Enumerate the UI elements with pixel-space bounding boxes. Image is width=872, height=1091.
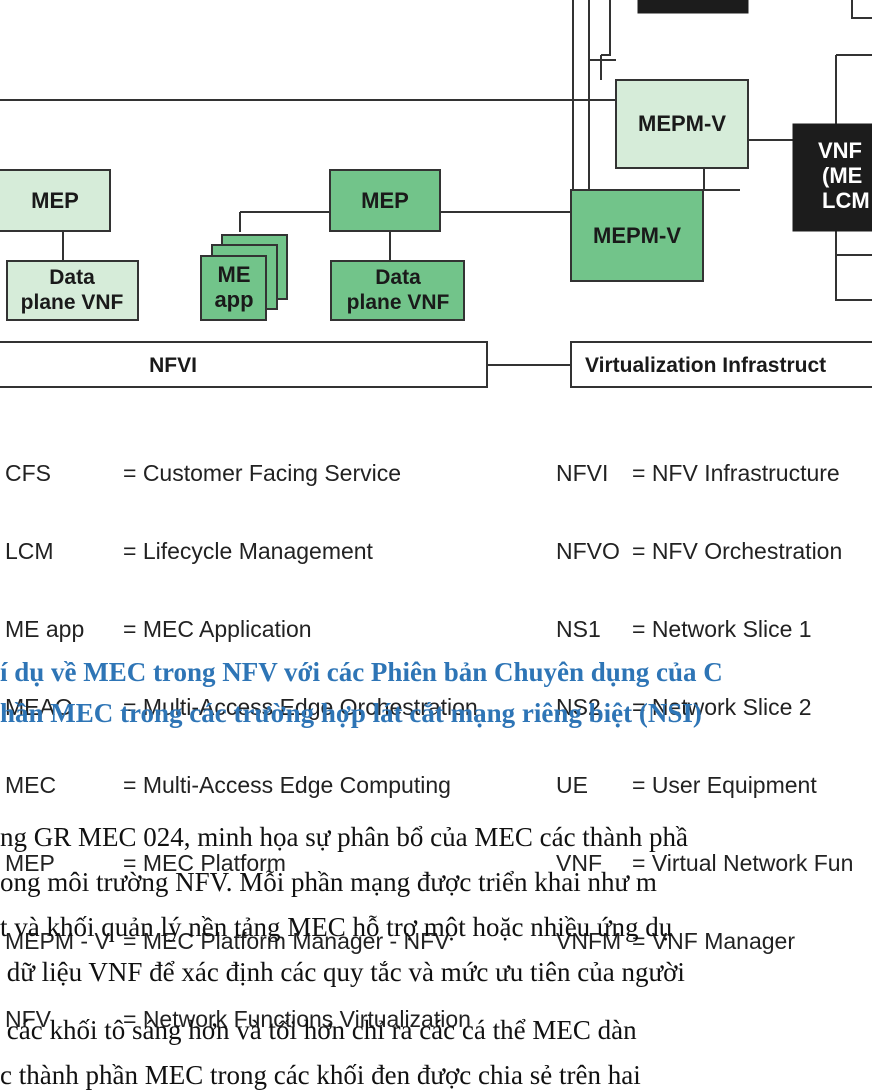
legend-row: NS1 = Network Slice 1 [556,616,853,642]
top-dark-box [637,0,749,14]
connector-lines [0,0,872,366]
legend-row: MEPM - V = MEC Platform Manager - NFV [5,928,478,954]
vnfm-label-3: LCM [822,188,870,213]
mep-left-box [0,169,111,232]
legend-row: MEP = MEC Platform [5,850,478,876]
legend-abbr: MEAO [5,694,73,720]
virt-infra-label: Virtualization Infrastruct [585,354,826,377]
mep-mid-label: MEP [361,188,409,213]
legend-abbr: CFS [5,460,51,486]
legend-abbr: NFVO [556,538,620,564]
figure-caption-line-1: í dụ về MEC trong NFV với các Phiên bản … [0,657,723,687]
me-app-box [200,255,267,321]
legend-abbr: NS2 [556,694,601,720]
legend-row: CFS = Customer Facing Service [5,460,478,486]
legend-row: NS2 = Network Slice 2 [556,694,853,720]
legend-def: = Network Slice 1 [632,616,812,642]
legend-abbr: VNFM [556,928,622,954]
legend-def: = MEC Application [123,616,312,642]
me-app-label-1: ME [218,262,251,287]
legend-right: NFVI = NFV Infrastructure NFVO = NFV Orche… [556,408,853,980]
legend-def: = Network Functions Virtualization [123,1006,471,1032]
data-plane-mid-label-1: Data [375,266,421,289]
body-text-line: dữ liệu VNF để xác định các quy tắc và m… [0,957,685,987]
mepm-v-bottom-label: MEPM-V [593,223,681,248]
legend-def: = Customer Facing Service [123,460,402,486]
legend-left: CFS = Customer Facing Service LCM = Lifecy… [5,408,478,1058]
body-text-line: t và khối quản lý nền tảng MEC hỗ trợ mộ… [0,912,673,942]
vnfm-label-1: VNF [818,138,862,163]
figure-caption-line-2: hần MEC trong các trường hợp lát cắt mạn… [0,698,702,728]
mec-nfv-diagram: MEP Data plane VNF ME app MEP Data plane… [0,0,872,388]
body-text-line: ng GR MEC 024, minh họa sự phân bổ của M… [0,822,689,852]
legend-def: = VNF Manager [632,928,795,954]
legend-abbr: ME app [5,616,85,642]
legend-def: = NFV Infrastructure [632,460,840,486]
mepm-v-top-label: MEPM-V [638,111,726,136]
data-plane-mid-box [330,260,465,321]
legend-row: NFVI = NFV Infrastructure [556,460,853,486]
legend-row: MEAO = Multi-Access Edge Orchestration [5,694,478,720]
mep-mid-box [329,169,441,232]
legend-abbr: VNF [556,850,602,876]
nfvi-label: NFVI [149,354,197,377]
legend-abbr: LCM [5,538,54,564]
legend-row: ME app = MEC Application [5,616,478,642]
legend-abbr: MEC [5,772,57,798]
legend-row: MEC = Multi-Access Edge Computing [5,772,478,798]
legend-row: UE = User Equipment [556,772,853,798]
legend-def: = Multi-Access Edge Computing [123,772,451,798]
body-text-line: các khối tô sáng hơn và tối hơn chỉ ra c… [0,1015,637,1045]
mepm-v-top-box [615,79,749,169]
legend-abbr: UE [556,772,588,798]
nfvi-bar [0,341,488,388]
legend-def: = Lifecycle Management [123,538,373,564]
mep-left-label: MEP [31,188,79,213]
legend-row: LCM = Lifecycle Management [5,538,478,564]
mepm-v-bottom-box [570,189,704,282]
legend-abbr: MEP [5,850,55,876]
legend-abbr: NFVI [556,460,609,486]
body-text-line: c thành phần MEC trong các khối đen được… [0,1060,641,1090]
legend-abbr: MEPM - V [5,928,110,954]
legend-row: VNF = Virtual Network Fun [556,850,853,876]
data-plane-left-label-2: plane VNF [21,291,124,314]
legend-row: NFV = Network Functions Virtualization [5,1006,478,1032]
legend-def: = MEC Platform [123,850,286,876]
data-plane-left-label-1: Data [49,266,95,289]
legend-def: = User Equipment [632,772,817,798]
body-text-line: ong môi trường NFV. Mỗi phần mạng được t… [0,867,657,897]
vnfm-dark-box [792,123,872,232]
legend-def: = MEC Platform Manager - NFV [123,928,450,954]
legend-abbr: NS1 [556,616,601,642]
legend-def: = Network Slice 2 [632,694,812,720]
vnfm-label-2: (ME [822,163,862,188]
virt-infra-bar [570,341,872,388]
data-plane-left-box [6,260,139,321]
legend-def: = NFV Orchestration [632,538,843,564]
data-plane-mid-label-2: plane VNF [347,291,450,314]
legend-def: = Multi-Access Edge Orchestration [123,694,478,720]
legend-row: NFVO = NFV Orchestration [556,538,853,564]
legend-def: = Virtual Network Fun [632,850,854,876]
legend-abbr: NFV [5,1006,51,1032]
me-app-label-2: app [214,287,253,312]
legend-row: VNFM = VNF Manager [556,928,853,954]
